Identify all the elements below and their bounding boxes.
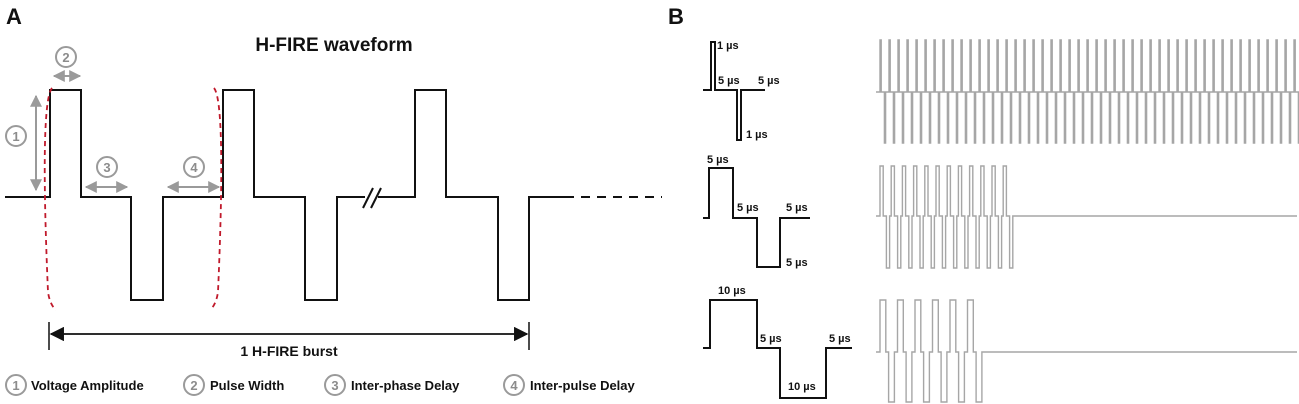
waveform-title: H-FIRE waveform <box>255 35 412 56</box>
marker-3: 3 <box>96 156 118 178</box>
svg-text:4: 4 <box>510 378 518 393</box>
hfire-waveform-trace <box>5 89 565 301</box>
legend-item-voltage-amplitude: 1 Voltage Amplitude <box>5 374 144 396</box>
row1-inter-phase-label: 5 µs <box>718 75 740 87</box>
svg-text:Voltage Amplitude: Voltage Amplitude <box>31 378 144 393</box>
svg-text:Pulse Width: Pulse Width <box>210 378 284 393</box>
measured-burst-trace-1us <box>876 39 1299 144</box>
marker-2: 2 <box>55 46 77 68</box>
axis-break-mark-right <box>370 187 382 209</box>
panel-label-a: A <box>6 4 22 29</box>
burst-label: 1 H-FIRE burst <box>240 343 338 359</box>
svg-text:Inter-phase Delay: Inter-phase Delay <box>351 378 460 393</box>
legend-item-pulse-width: 2 Pulse Width <box>183 374 284 396</box>
legend-item-inter-pulse-delay: 4 Inter-pulse Delay <box>503 374 636 396</box>
row2-pulse-width-label: 5 µs <box>707 154 729 166</box>
svg-text:2: 2 <box>62 50 69 65</box>
row2-inter-phase-label: 5 µs <box>737 202 759 214</box>
row1-neg-pulse-label: 1 µs <box>746 129 768 141</box>
svg-text:3: 3 <box>103 160 110 175</box>
svg-text:Inter-pulse Delay: Inter-pulse Delay <box>530 378 636 393</box>
row2-inter-pulse-label: 5 µs <box>786 202 808 214</box>
schematic-row-1: 1 µs 5 µs 5 µs 1 µs <box>703 40 780 141</box>
row2-neg-pulse-label: 5 µs <box>786 257 808 269</box>
row3-neg-pulse-label: 10 µs <box>788 381 816 393</box>
row3-pulse-width-label: 10 µs <box>718 285 746 297</box>
legend-item-inter-phase-delay: 3 Inter-phase Delay <box>324 374 460 396</box>
marker-1: 1 <box>5 125 27 147</box>
measured-burst-trace-10us <box>876 299 1297 403</box>
svg-text:1: 1 <box>12 129 19 144</box>
svg-text:2: 2 <box>190 378 197 393</box>
marker-4: 4 <box>183 156 205 178</box>
panel-b: 1 µs 5 µs 5 µs 1 µs 5 µs 5 µs 5 µs 5 µs … <box>703 39 1299 403</box>
panel-label-b: B <box>668 4 684 29</box>
schematic-row-3: 10 µs 5 µs 5 µs 10 µs <box>703 285 852 399</box>
svg-text:3: 3 <box>331 378 338 393</box>
schematic-row-2: 5 µs 5 µs 5 µs 5 µs <box>703 154 810 269</box>
row3-inter-pulse-label: 5 µs <box>829 333 851 345</box>
panel-a: H-FIRE waveform 1 2 3 4 <box>5 35 662 396</box>
legend: 1 Voltage Amplitude 2 Pulse Width 3 Inte… <box>5 374 636 396</box>
svg-text:4: 4 <box>190 160 198 175</box>
svg-text:1: 1 <box>12 378 19 393</box>
single-pulse-highlight <box>43 87 223 311</box>
row1-inter-pulse-label: 5 µs <box>758 75 780 87</box>
row3-inter-phase-label: 5 µs <box>760 333 782 345</box>
axis-break-mark-left <box>362 187 374 209</box>
measured-burst-trace-5us <box>876 165 1297 269</box>
row1-pulse-width-label: 1 µs <box>717 40 739 52</box>
